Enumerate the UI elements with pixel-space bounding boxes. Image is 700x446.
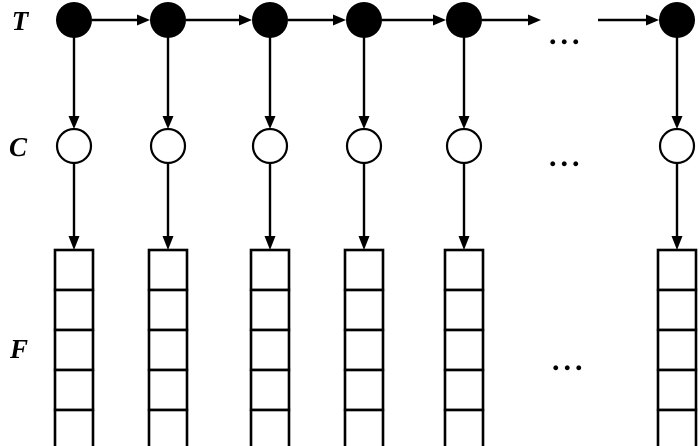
c-nodes — [55, 127, 696, 165]
c-node — [55, 127, 93, 165]
row-label-C: C — [9, 132, 28, 162]
ellipsis-f-row: ... — [552, 344, 587, 377]
f-cell — [343, 328, 385, 372]
f-cell — [53, 408, 95, 446]
c-node — [345, 127, 383, 165]
f-cell — [249, 368, 291, 412]
f-cell — [53, 248, 95, 292]
f-cell — [443, 288, 485, 332]
f-box-stacks — [53, 248, 698, 446]
f-cell — [249, 328, 291, 372]
emission-arrow — [68, 36, 80, 129]
f-box-stack — [249, 248, 291, 446]
transition-arrow — [598, 14, 659, 26]
f-box-stack — [443, 248, 485, 446]
ellipsis-t-row: ... — [549, 18, 584, 51]
f-box-stack — [343, 248, 385, 446]
f-cell — [147, 408, 189, 446]
f-cell — [147, 328, 189, 372]
f-cell — [147, 248, 189, 292]
emission-arrow — [671, 36, 683, 129]
f-cell — [656, 328, 698, 372]
f-cell — [249, 408, 291, 446]
c-node — [149, 127, 187, 165]
ellipsis-markers: ... ... ... — [549, 18, 587, 377]
c-node — [658, 127, 696, 165]
f-cell — [249, 288, 291, 332]
emission-arrow — [458, 36, 470, 129]
ellipsis-c-row: ... — [549, 140, 584, 173]
f-cell — [656, 408, 698, 446]
t-node — [659, 2, 695, 38]
f-cell — [443, 248, 485, 292]
f-cell — [249, 248, 291, 292]
f-box-stack — [147, 248, 189, 446]
transition-arrow — [382, 14, 446, 26]
emission-arrow — [358, 36, 370, 129]
c-node — [445, 127, 483, 165]
transition-arrow — [92, 14, 150, 26]
f-cell — [656, 248, 698, 292]
emission-arrow — [358, 163, 370, 250]
emission-arrow — [68, 163, 80, 250]
emission-arrow — [458, 163, 470, 250]
emission-arrow — [162, 163, 174, 250]
transition-arrow — [482, 14, 541, 26]
c-to-f-arrows — [68, 163, 683, 250]
f-cell — [147, 288, 189, 332]
transition-arrows — [92, 14, 659, 26]
row-label-F: F — [9, 334, 28, 364]
row-label-T: T — [12, 6, 30, 36]
emission-arrow — [671, 163, 683, 250]
emission-arrow — [264, 36, 276, 129]
f-cell — [53, 368, 95, 412]
f-cell — [656, 288, 698, 332]
f-cell — [343, 368, 385, 412]
t-node — [150, 2, 186, 38]
t-node — [446, 2, 482, 38]
t-node — [346, 2, 382, 38]
f-cell — [53, 328, 95, 372]
emission-arrow — [264, 163, 276, 250]
t-to-c-arrows — [68, 36, 683, 129]
t-node — [56, 2, 92, 38]
transition-arrow — [288, 14, 346, 26]
c-node — [251, 127, 289, 165]
f-box-stack — [656, 248, 698, 446]
f-cell — [343, 288, 385, 332]
f-cell — [443, 408, 485, 446]
f-cell — [443, 328, 485, 372]
emission-arrow — [162, 36, 174, 129]
f-cell — [53, 288, 95, 332]
f-cell — [656, 368, 698, 412]
t-nodes — [56, 2, 695, 38]
t-node — [252, 2, 288, 38]
f-cell — [343, 248, 385, 292]
f-cell — [443, 368, 485, 412]
f-cell — [147, 368, 189, 412]
transition-arrow — [186, 14, 252, 26]
f-cell — [343, 408, 385, 446]
row-labels: T C F — [9, 6, 30, 364]
f-box-stack — [53, 248, 95, 446]
